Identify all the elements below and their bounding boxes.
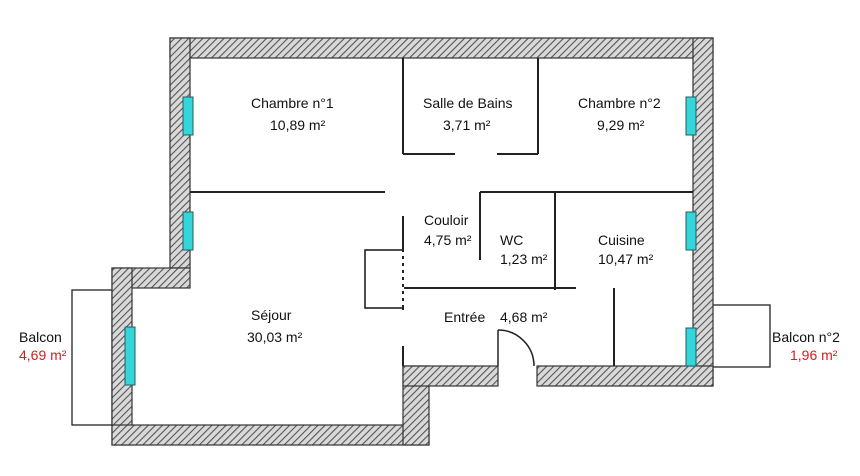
chambre1-name: Chambre n°1 (251, 95, 334, 111)
chambre1-area: 10,89 m² (270, 117, 326, 133)
closet (364, 249, 404, 309)
balcony-left (71, 289, 113, 426)
exterior-walls (111, 37, 714, 446)
room-labels: Chambre n°1 10,89 m² Salle de Bains 3,71… (247, 95, 661, 345)
entree-name: Entrée (444, 309, 485, 325)
interior-walls (190, 58, 693, 366)
cuisine-name: Cuisine (598, 232, 645, 248)
window-cuisine-lower (685, 327, 697, 367)
couloir-area: 4,75 m² (424, 232, 472, 248)
cuisine-area: 10,47 m² (598, 251, 654, 267)
sdb-name: Salle de Bains (423, 95, 513, 111)
sdb-area: 3,71 m² (443, 117, 491, 133)
entrance-door (497, 329, 535, 367)
balcon1-name: Balcon (19, 329, 62, 345)
chambre2-area: 9,29 m² (597, 117, 645, 133)
window-chambre1 (182, 96, 194, 136)
chambre2-name: Chambre n°2 (578, 95, 661, 111)
balcon1-area: 4,69 m² (19, 347, 67, 363)
sejour-area: 30,03 m² (247, 329, 303, 345)
window-chambre2 (685, 96, 697, 136)
entree-area: 4,68 m² (500, 309, 548, 325)
wc-name: WC (500, 232, 523, 248)
windows (124, 96, 697, 386)
window-sejour-upper (182, 211, 194, 251)
balcon2-area: 1,96 m² (790, 347, 838, 363)
sejour-name: Séjour (251, 307, 292, 323)
balcony-labels: Balcon 4,69 m² Balcon n°2 1,96 m² (19, 329, 840, 363)
balcon2-name: Balcon n°2 (772, 329, 840, 345)
balcony-right (711, 304, 771, 368)
window-sejour-left (124, 326, 136, 386)
window-cuisine (685, 211, 697, 251)
couloir-name: Couloir (424, 212, 469, 228)
wc-area: 1,23 m² (500, 251, 548, 267)
